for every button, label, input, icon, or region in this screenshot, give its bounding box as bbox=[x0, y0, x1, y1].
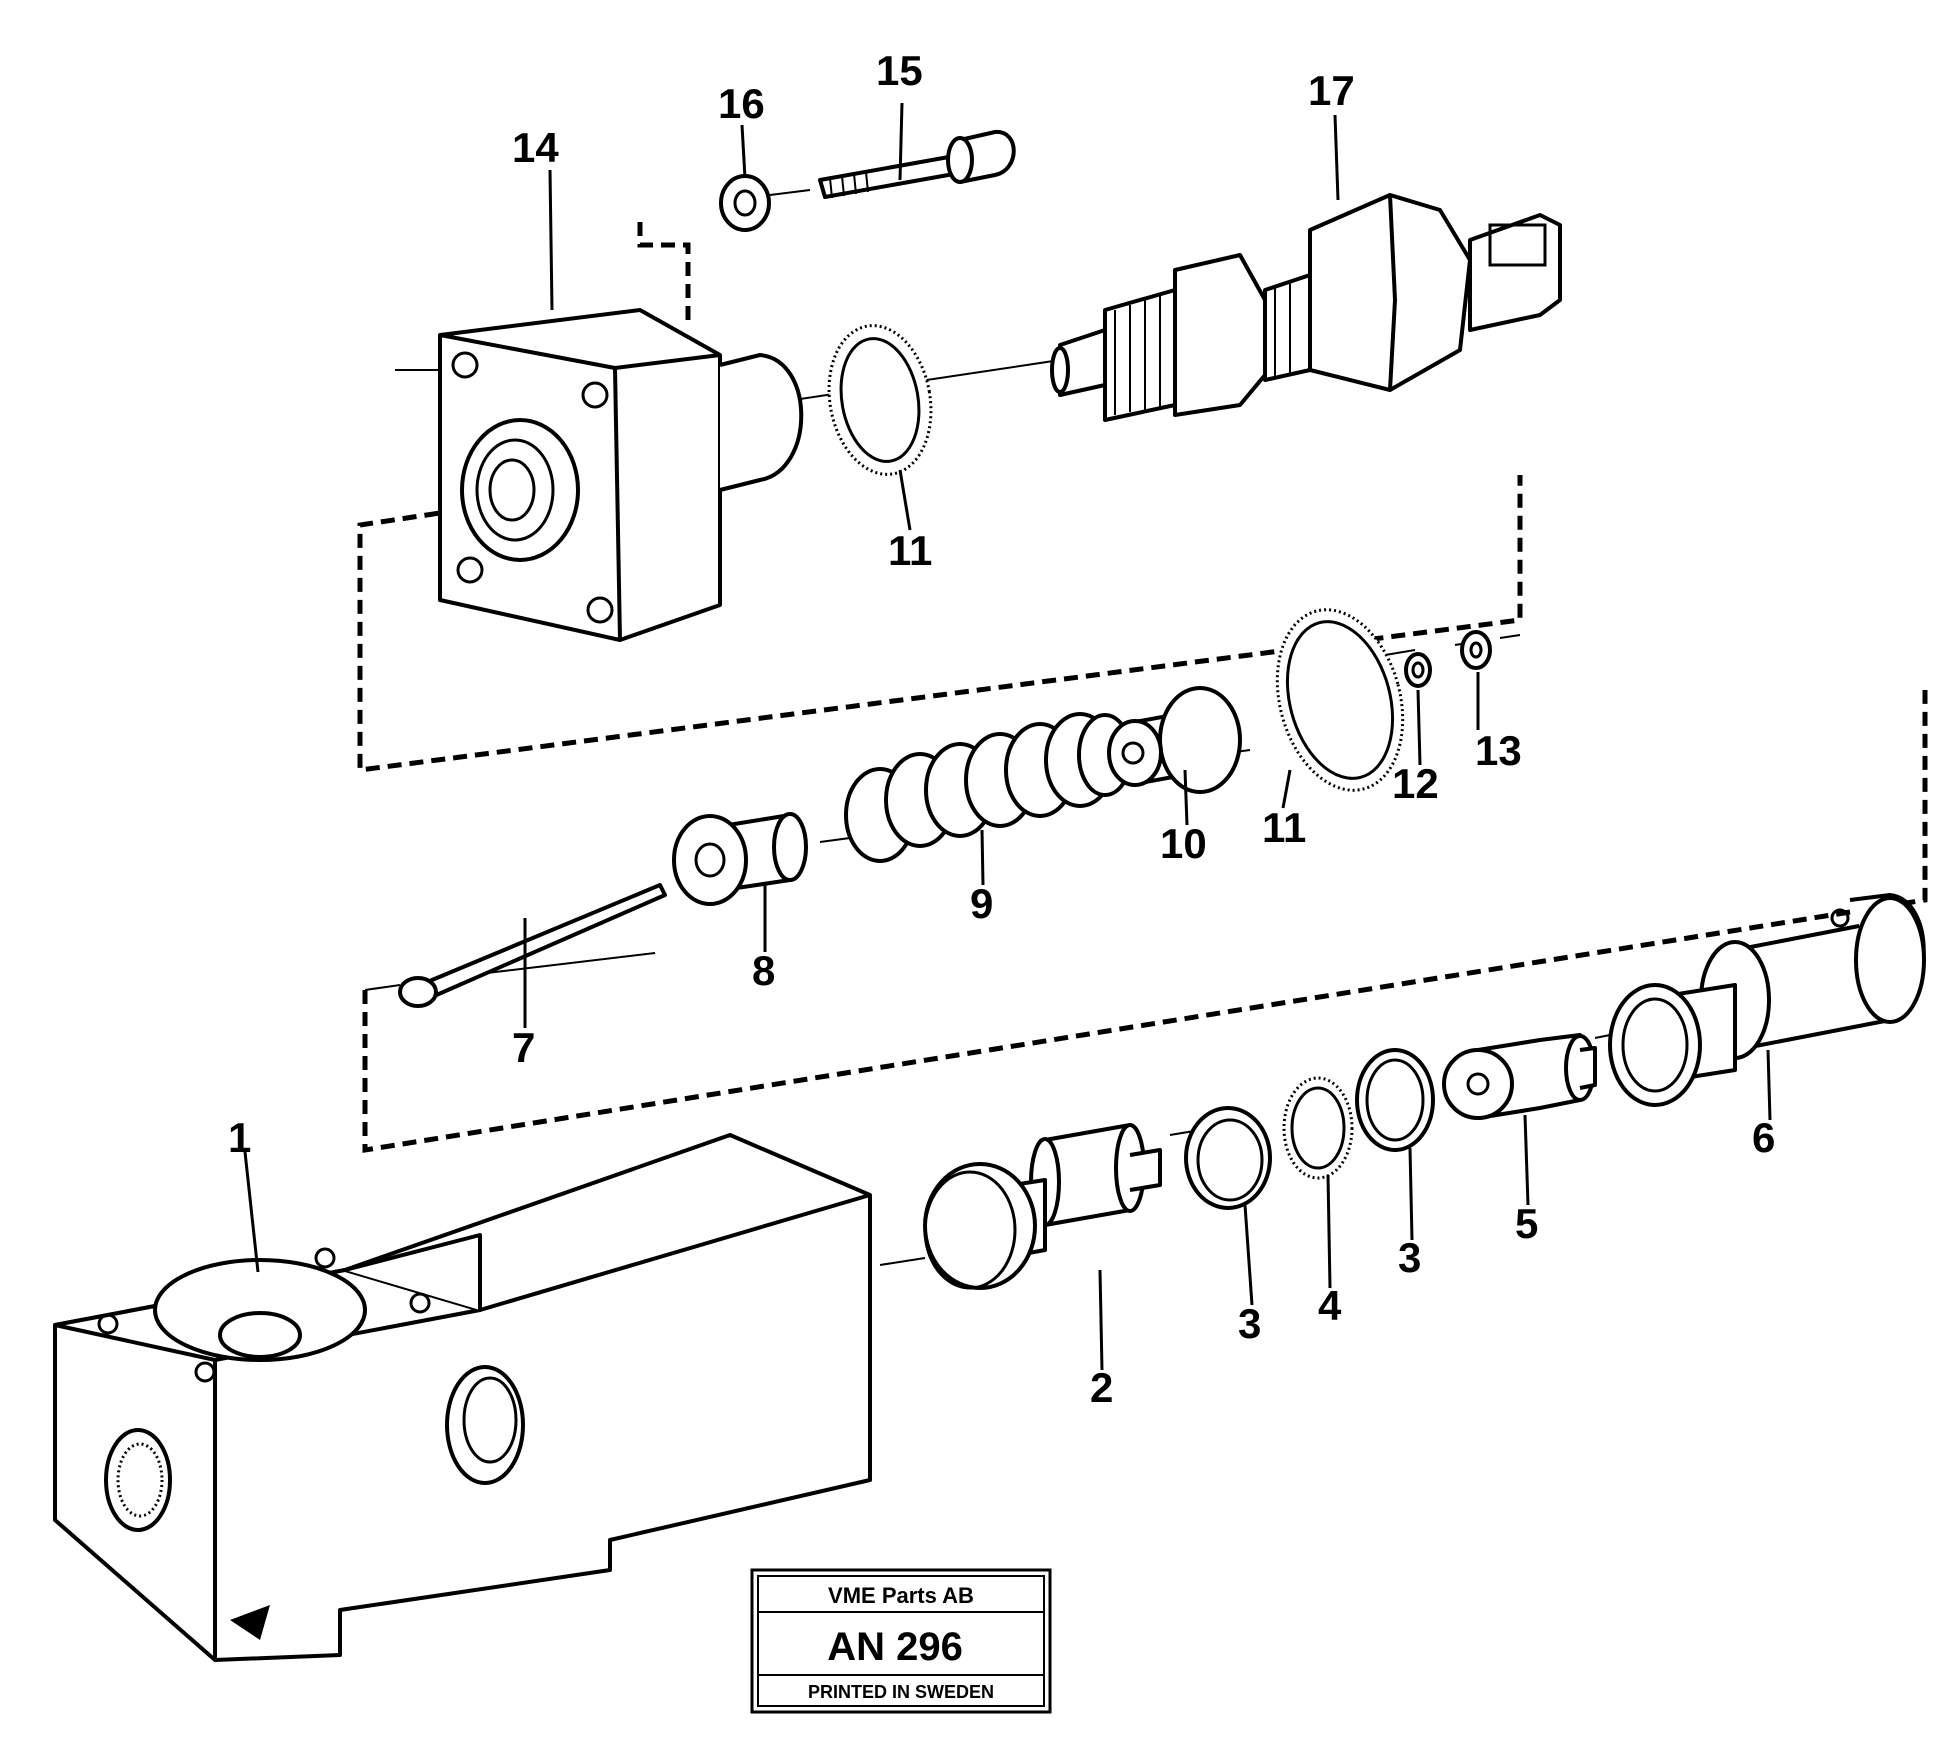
label-part-2: 2 bbox=[1090, 1364, 1113, 1411]
label-part-15: 15 bbox=[876, 47, 923, 94]
plunger-10 bbox=[1107, 686, 1242, 794]
label-part-5: 5 bbox=[1515, 1200, 1538, 1247]
label-part-3a: 3 bbox=[1238, 1300, 1261, 1347]
spool-2 bbox=[923, 1123, 1162, 1290]
stamp-code: AN 296 bbox=[827, 1625, 963, 1669]
callout-labels: 1 2 3 4 3 5 6 7 8 9 10 11 12 13 11 14 15… bbox=[228, 47, 1775, 1411]
spring-9 bbox=[844, 712, 1133, 863]
label-part-8: 8 bbox=[752, 947, 775, 994]
valve-housing-1 bbox=[53, 1133, 872, 1662]
label-part-1: 1 bbox=[228, 1114, 251, 1161]
leader-lines bbox=[243, 102, 1772, 1371]
pressure-switch-17 bbox=[1050, 193, 1562, 422]
pin-7 bbox=[398, 883, 667, 1008]
piston-5 bbox=[1442, 1033, 1597, 1120]
spring-seat-8 bbox=[672, 812, 808, 906]
label-part-12: 12 bbox=[1392, 760, 1439, 807]
label-part-13: 13 bbox=[1475, 727, 1522, 774]
label-part-6: 6 bbox=[1752, 1114, 1775, 1161]
label-part-4: 4 bbox=[1318, 1282, 1342, 1329]
seal-rings-3-4 bbox=[1184, 1048, 1435, 1210]
publisher-stamp: VME Parts AB AN 296 PRINTED IN SWEDEN bbox=[750, 1568, 1052, 1714]
stamp-company: VME Parts AB bbox=[828, 1583, 974, 1608]
label-part-10: 10 bbox=[1160, 820, 1207, 867]
label-part-17: 17 bbox=[1308, 67, 1355, 114]
label-part-11a: 11 bbox=[888, 527, 932, 574]
screw-15-washer-16 bbox=[719, 130, 1016, 232]
label-part-3b: 3 bbox=[1398, 1234, 1421, 1281]
rings-11-12-13 bbox=[1275, 608, 1492, 792]
label-part-9: 9 bbox=[970, 880, 993, 927]
label-part-7: 7 bbox=[512, 1024, 535, 1071]
label-part-16: 16 bbox=[718, 80, 765, 127]
sleeve-6 bbox=[1608, 893, 1926, 1107]
cover-14 bbox=[438, 308, 933, 642]
stamp-note: PRINTED IN SWEDEN bbox=[808, 1682, 994, 1702]
label-part-14: 14 bbox=[512, 124, 559, 171]
label-part-11b: 11 bbox=[1262, 804, 1306, 851]
